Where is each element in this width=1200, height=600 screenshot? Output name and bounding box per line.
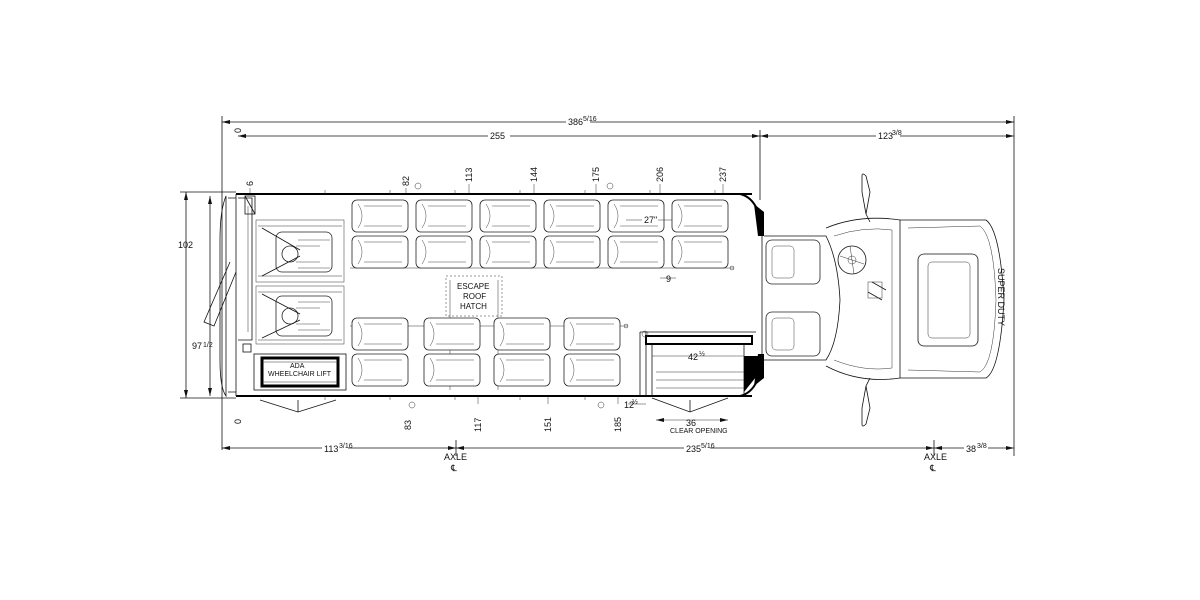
bottom-zero-label: 0	[233, 419, 243, 424]
width-dimensions: 102 97 1/2 0	[178, 191, 243, 424]
wheelchair-position-2	[255, 285, 345, 345]
passenger-seat	[415, 199, 473, 233]
passenger-seat	[493, 317, 551, 351]
overall-length-label: 386	[568, 117, 583, 127]
passenger-seat	[493, 353, 551, 387]
passenger-seat	[671, 235, 729, 269]
station-mark: 185	[613, 417, 623, 432]
bottom-station-marks: 83 117 151 185	[403, 396, 623, 432]
front-door[interactable]: 36 CLEAR OPENING 12 ½	[624, 397, 729, 435]
wheelbase-fraction: 5/16	[701, 443, 715, 450]
station-mark: 6	[245, 181, 255, 186]
passenger-seat	[563, 317, 621, 351]
top-station-marks: 6 82 113 144 175 206 237	[245, 167, 728, 194]
mirror-left	[861, 173, 871, 223]
front-overhang-label: 38	[966, 444, 976, 454]
passenger-seat	[479, 199, 537, 233]
passenger-seat	[543, 235, 601, 269]
rear-axle-centerline: ℄	[450, 463, 457, 473]
passenger-seat	[415, 235, 473, 269]
front-length-label: 123	[878, 131, 893, 141]
stepwell-width-label: 42	[688, 352, 698, 362]
passenger-seat	[543, 199, 601, 233]
door-opening-label: 36	[686, 418, 696, 428]
rear-door-area	[203, 195, 337, 413]
bus-body	[219, 190, 764, 400]
aisle-dimensions: 27" 9	[626, 214, 676, 284]
mirror-right	[861, 377, 871, 427]
hatch-label-hatch: HATCH	[460, 302, 487, 311]
station-mark: 113	[464, 168, 474, 182]
lift-label-wheelchair: WHEELCHAIR LIFT	[268, 371, 332, 378]
lift-label-ada: ADA	[290, 363, 305, 370]
passenger-seat	[351, 199, 409, 233]
stepwell-width-fraction: ½	[699, 350, 705, 358]
front-axle-label: AXLE	[924, 452, 947, 462]
rear-axle-label: AXLE	[444, 452, 467, 462]
passenger-seat	[607, 235, 665, 269]
passenger-seat	[479, 235, 537, 269]
ada-wheelchair-lift[interactable]: ADA WHEELCHAIR LIFT	[253, 353, 347, 391]
front-length-fraction: 3/8	[892, 130, 902, 137]
door-gap-label: 12	[624, 400, 634, 410]
hood: SUPER DUTY	[900, 219, 1006, 379]
door-opening-caption: CLEAR OPENING	[670, 428, 728, 435]
cab	[764, 217, 901, 380]
station-mark: 206	[655, 167, 665, 182]
width-102-label: 102	[178, 240, 193, 250]
station-mark: 144	[529, 167, 539, 182]
aisle-width-label: 27"	[644, 215, 657, 225]
passenger-seat	[671, 199, 729, 233]
station-mark: 82	[401, 176, 411, 186]
entrance-stepwell: 42 ½	[639, 330, 760, 396]
rear-overhang-fraction: 3/16	[339, 443, 353, 450]
station-mark: 117	[473, 418, 483, 432]
passenger-seat	[351, 353, 409, 387]
passenger-seat	[423, 353, 481, 387]
hood-text-super-duty: SUPER DUTY	[996, 268, 1006, 326]
front-axle-centerline: ℄	[929, 463, 936, 473]
wheelbase-label: 235	[686, 444, 701, 454]
overall-length-dimension: 386 5/16	[221, 116, 1015, 450]
overall-length-fraction: 5/16	[583, 116, 597, 123]
rear-overhang-label: 113	[324, 444, 338, 454]
body-length-label: 255	[490, 131, 505, 141]
seat-spacing-label: 9	[666, 274, 671, 284]
station-mark: 83	[403, 420, 413, 430]
wheelchair-position-1	[255, 219, 345, 283]
station-mark: 237	[718, 167, 728, 182]
width-97-label: 97	[192, 341, 202, 351]
top-zero-label: 0	[233, 128, 243, 133]
passenger-seat	[423, 317, 481, 351]
hatch-label-roof: ROOF	[463, 292, 486, 301]
width-97-fraction: 1/2	[203, 342, 213, 349]
station-mark: 175	[591, 167, 601, 182]
passenger-seat	[351, 317, 409, 351]
hatch-label-escape: ESCAPE	[457, 282, 489, 291]
front-overhang-fraction: 3/8	[977, 443, 987, 450]
bottom-dimensions: 113 3/16 235 5/16 38 3/8 AXLE ℄ AXLE ℄	[222, 200, 1015, 473]
passenger-seat	[563, 353, 621, 387]
body-length-dimension: 255 123 3/8 0	[233, 128, 1014, 200]
passenger-seats	[351, 199, 729, 387]
passenger-seat	[351, 235, 409, 269]
station-mark: 151	[543, 417, 553, 432]
door-gap-fraction: ½	[632, 398, 638, 406]
